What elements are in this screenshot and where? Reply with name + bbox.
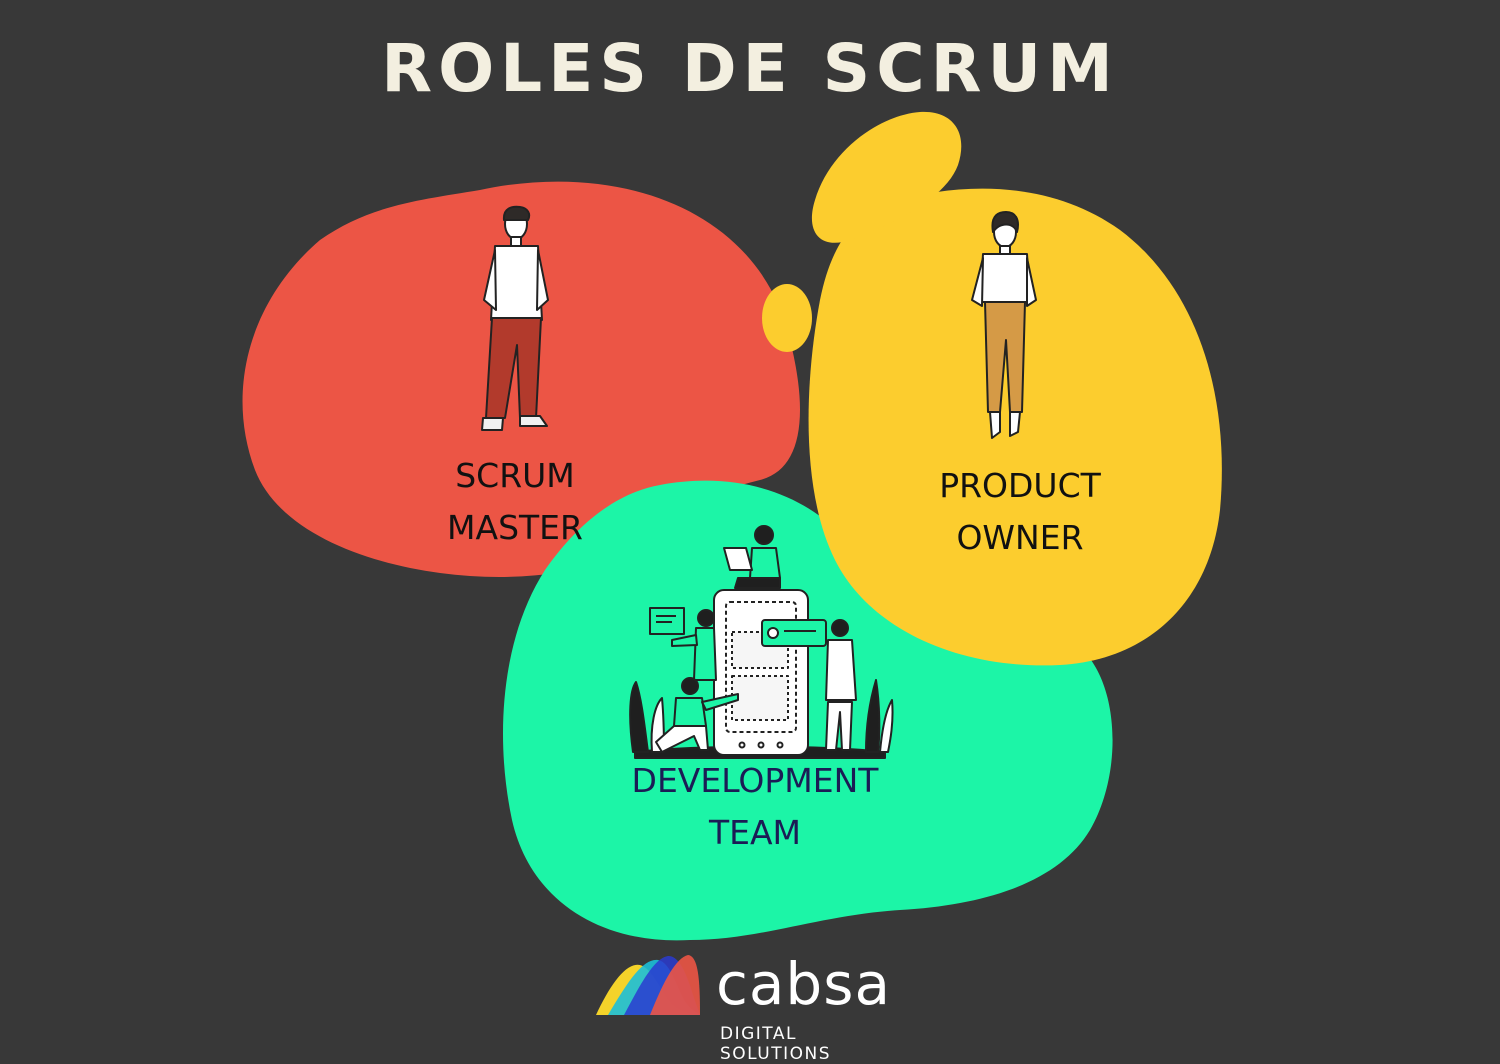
product-owner-loop <box>811 111 962 243</box>
brand-logo: cabsa DIGITAL SOLUTIONS <box>594 950 914 1064</box>
product-owner-line1: PRODUCT <box>939 466 1101 505</box>
brand-tagline: DIGITAL SOLUTIONS <box>720 1024 832 1064</box>
product-owner-line2: OWNER <box>956 518 1084 557</box>
cabsa-logo-icon <box>596 955 700 1015</box>
development-team-label: DEVELOPMENT TEAM <box>590 755 920 859</box>
yellow-dot <box>762 284 812 352</box>
scrum-master-line1: SCRUM <box>455 456 575 495</box>
product-owner-label: PRODUCT OWNER <box>900 460 1140 564</box>
dev-team-icon <box>629 525 894 759</box>
page-title: ROLES DE SCRUM <box>381 30 1119 107</box>
scrum-master-label: SCRUM MASTER <box>400 450 630 554</box>
development-team-line1: DEVELOPMENT <box>631 761 879 800</box>
scrum-master-line2: MASTER <box>447 508 583 547</box>
standing-woman-icon <box>971 211 1037 439</box>
standing-man-icon <box>481 205 549 431</box>
development-team-line2: TEAM <box>708 813 802 852</box>
brand-name: cabsa <box>716 950 892 1018</box>
